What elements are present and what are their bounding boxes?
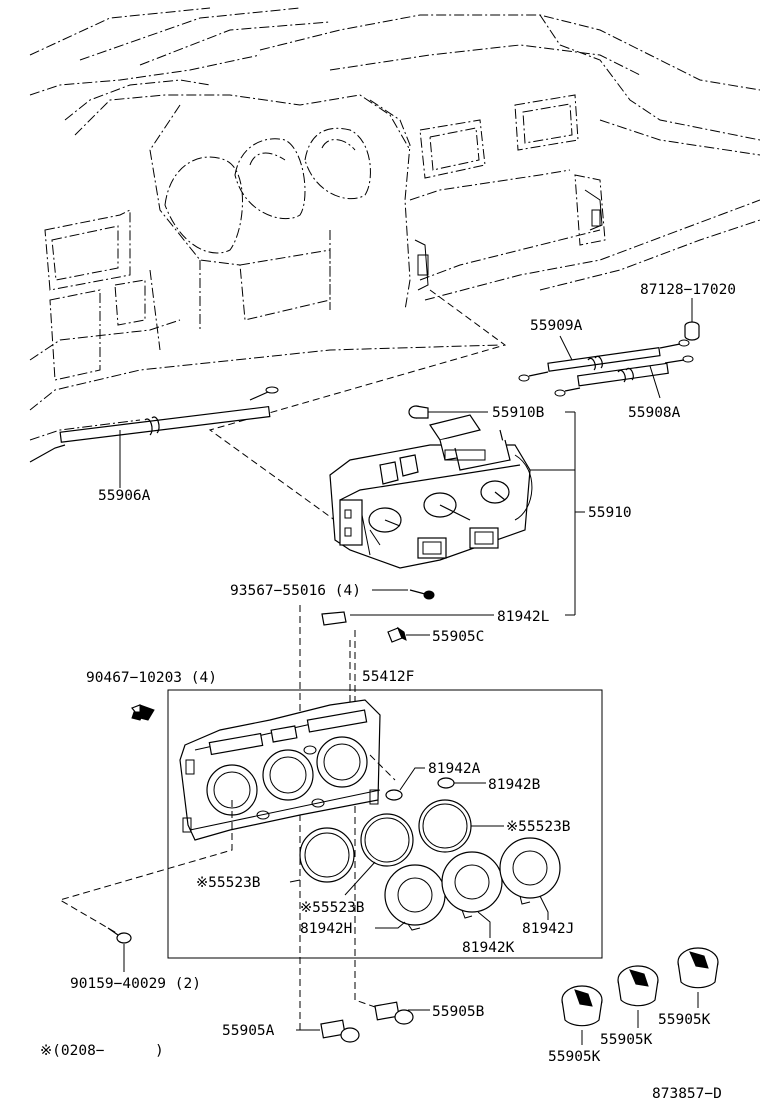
label-81942L: 81942L bbox=[497, 609, 550, 625]
bezel-55412F bbox=[58, 699, 396, 936]
label-81942H: 81942H bbox=[300, 921, 352, 937]
label-55906A: 55906A bbox=[98, 488, 151, 504]
label-55905K-right: 55905K bbox=[658, 1012, 711, 1028]
label-55910B: 55910B bbox=[492, 405, 545, 421]
label-81942A: 81942A bbox=[428, 761, 481, 777]
knob-ring-81942H bbox=[375, 864, 446, 931]
label-note-close: ) bbox=[155, 1043, 164, 1059]
label-55412F: 55412F bbox=[362, 669, 414, 685]
plug-55910B bbox=[408, 405, 488, 419]
instrument-panel-drawing bbox=[29, 7, 760, 561]
bulb-55905C bbox=[387, 626, 430, 643]
label-55523B-middle: ※55523B bbox=[300, 900, 365, 916]
label-55905B: 55905B bbox=[432, 1004, 485, 1020]
knob-55905K-middle bbox=[617, 965, 659, 1028]
bulb-55905A bbox=[296, 1019, 360, 1043]
pad-81942B bbox=[437, 777, 486, 789]
label-55523B-right: ※55523B bbox=[506, 819, 571, 835]
ring-55523B-middle bbox=[344, 813, 414, 896]
label-note-date: ※(0208− bbox=[40, 1043, 105, 1059]
label-90159-40029: 90159−40029 (2) bbox=[70, 976, 201, 992]
label-55910: 55910 bbox=[588, 505, 632, 521]
label-87128-17020: 87128−17020 bbox=[640, 282, 736, 298]
label-55909A: 55909A bbox=[530, 318, 583, 334]
ring-55523B-right bbox=[418, 799, 504, 853]
bulb-55905B bbox=[374, 1001, 430, 1025]
label-81942K: 81942K bbox=[462, 940, 515, 956]
label-90467-10203: 90467−10203 (4) bbox=[86, 670, 217, 686]
label-55905C: 55905C bbox=[432, 629, 484, 645]
label-93567-55016: 93567−55016 (4) bbox=[230, 583, 361, 599]
pad-81942A bbox=[385, 767, 425, 801]
knob-ring-81942J bbox=[499, 837, 561, 920]
clip-87128 bbox=[684, 298, 700, 341]
screw-90159 bbox=[107, 927, 132, 972]
guide-line-55905A bbox=[299, 605, 320, 1031]
cable-55908A bbox=[554, 355, 694, 399]
ring-55523B-left bbox=[289, 827, 355, 883]
label-55908A: 55908A bbox=[628, 405, 681, 421]
heater-control-55910 bbox=[329, 414, 533, 569]
bracket-55910 bbox=[530, 411, 585, 616]
assembly-box-55412F bbox=[167, 689, 603, 959]
label-55905K-middle: 55905K bbox=[600, 1032, 653, 1048]
pad-81942L bbox=[321, 611, 494, 626]
label-55905K-left: 55905K bbox=[548, 1049, 601, 1065]
knob-ring-81942K bbox=[441, 851, 503, 938]
label-drawing-number: 873857−D bbox=[652, 1086, 722, 1102]
label-81942B: 81942B bbox=[488, 777, 541, 793]
label-81942J: 81942J bbox=[522, 921, 574, 937]
knob-55905K-right bbox=[677, 947, 719, 1008]
part-labels: 87128−17020 55909A 55908A 55906A 55910B … bbox=[40, 282, 736, 1102]
label-55523B-left: ※55523B bbox=[196, 875, 261, 891]
screw-93567 bbox=[372, 589, 435, 600]
knob-55905K-left bbox=[561, 985, 603, 1045]
label-55905A: 55905A bbox=[222, 1023, 275, 1039]
clip-90467 bbox=[131, 704, 155, 721]
cable-55906A bbox=[29, 386, 279, 488]
cable-55909A bbox=[518, 335, 690, 382]
